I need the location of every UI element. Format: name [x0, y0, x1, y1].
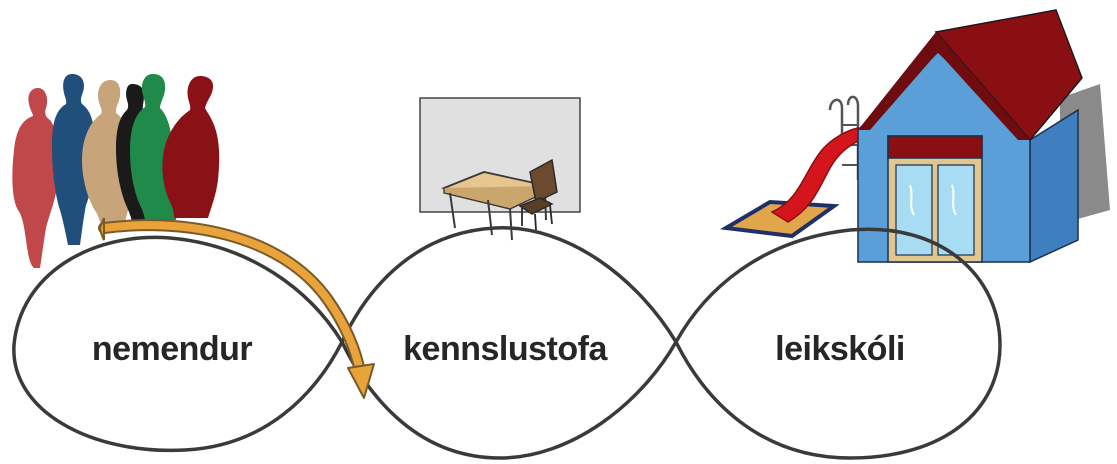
students-to-classroom-arrow [98, 217, 375, 399]
person-silhouette [52, 74, 96, 245]
chair-back [529, 158, 558, 204]
node-label-preschool: leikskóli [775, 330, 905, 368]
house-roof [934, 9, 1083, 142]
door-right [937, 164, 975, 256]
house-icon [857, 9, 1110, 264]
classroom-desk-icon [419, 97, 581, 241]
person-silhouette [82, 80, 134, 228]
node-label-students: nemendur [92, 330, 253, 368]
slide-icon [719, 95, 861, 239]
person-silhouette [162, 76, 220, 218]
students-loop [12, 235, 345, 453]
node-label-classroom: kennslustofa [403, 330, 608, 368]
students-people-icon [12, 74, 220, 268]
person-silhouette [12, 88, 59, 268]
loop-outline [12, 226, 1002, 460]
slide-base [719, 199, 840, 239]
preschool-loop [674, 227, 1002, 460]
